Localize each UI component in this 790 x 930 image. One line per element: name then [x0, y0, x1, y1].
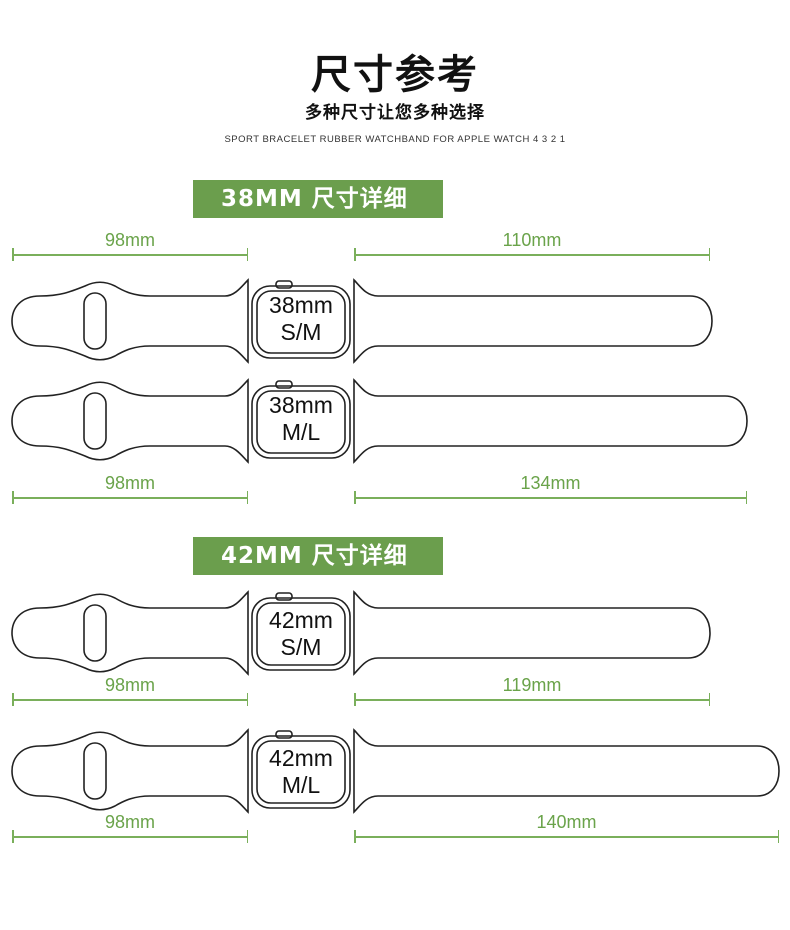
long-strap-length-label: 134mm: [520, 473, 581, 493]
watch-case-label: 42mm S/M: [269, 607, 333, 660]
long-strap-dimension-line: [354, 830, 779, 844]
short-strap-dimension-line: [12, 830, 248, 844]
long-strap-dimension-line: [354, 693, 710, 707]
short-strap-length-label: 98mm: [104, 473, 155, 493]
watchband-38mm-sm-illustration: [11, 278, 713, 364]
long-strap-length-label: 119mm: [502, 675, 562, 695]
page-subtitle: 多种尺寸让您多种选择: [305, 103, 485, 123]
section-badge-42mm: 42MM 尺寸详细: [193, 537, 443, 575]
short-strap-length-label: 98mm: [104, 675, 155, 695]
long-strap-dimension-line: [354, 491, 747, 505]
watch-case-label: 42mm M/L: [269, 745, 333, 798]
watchband-38mm-ml-illustration: [11, 378, 748, 464]
watchband-42mm-ml-illustration: [11, 728, 780, 814]
short-strap-length-label: 98mm: [104, 812, 155, 832]
short-strap-dimension-line: [12, 248, 248, 262]
long-strap-dimension-line: [354, 248, 710, 262]
long-strap-length-label: 110mm: [502, 230, 562, 250]
long-strap-length-label: 140mm: [536, 812, 597, 832]
product-line-caption: SPORT BRACELET RUBBER WATCHBAND FOR APPL…: [224, 134, 566, 145]
watchband-42mm-sm-illustration: [11, 590, 711, 676]
watch-case-label: 38mm M/L: [269, 392, 333, 445]
short-strap-dimension-line: [12, 491, 248, 505]
page-title: 尺寸参考: [311, 52, 479, 98]
short-strap-dimension-line: [12, 693, 248, 707]
watch-case-label: 38mm S/M: [269, 292, 333, 345]
section-badge-38mm: 38MM 尺寸详细: [193, 180, 443, 218]
short-strap-length-label: 98mm: [104, 230, 155, 250]
